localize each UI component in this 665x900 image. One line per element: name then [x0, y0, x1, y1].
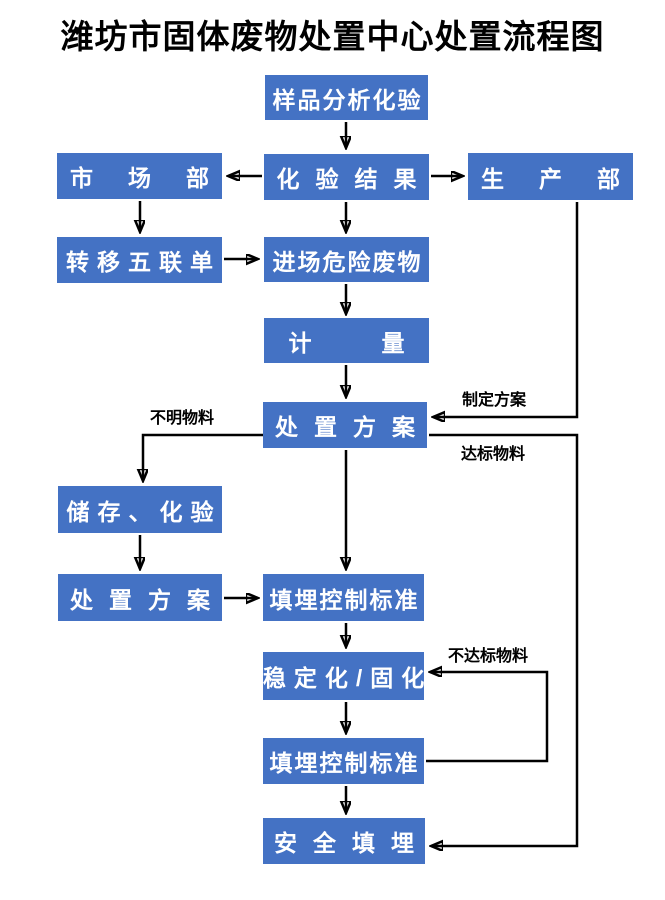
node-sample-analysis: 样品分析化验 [265, 75, 428, 120]
node-safe-landfill: 安全填埋 [263, 818, 425, 864]
node-label: 转移五联单 [66, 249, 221, 275]
arrow-production-to-plan-makeplan [433, 202, 579, 417]
node-label: 计量 [288, 329, 475, 356]
node-label: 化验结果 [276, 166, 433, 192]
edge-label-qualified-material: 达标物料 [461, 446, 526, 463]
node-storage-testing: 储存、化验 [58, 486, 222, 533]
arrow-plan-to-safe-qualified [429, 433, 579, 846]
arrow-standard2-to-stabilization-unqualified [426, 672, 549, 763]
node-label: 填埋控制标准 [269, 586, 420, 613]
edge-label-unknown-material: 不明物料 [150, 410, 215, 427]
node-label: 安全填埋 [274, 830, 430, 856]
node-label: 储存、化验 [66, 498, 222, 525]
edge-label-unqualified-material: 不达标物料 [448, 648, 529, 665]
edge-label-make-plan: 制定方案 [462, 392, 527, 409]
node-label: 稳定化/固化 [262, 665, 433, 691]
node-label: 处置方案 [70, 586, 226, 613]
node-label: 填埋控制标准 [269, 750, 420, 776]
node-label: 样品分析化验 [272, 86, 423, 113]
node-weighing: 计量 [264, 318, 429, 363]
node-disposal-plan-2: 处置方案 [58, 574, 222, 621]
node-label: 市场部 [70, 165, 244, 191]
node-production-dept: 生产部 [468, 153, 633, 200]
node-test-result: 化验结果 [264, 154, 429, 200]
node-label: 生产部 [481, 165, 655, 192]
node-market-dept: 市场部 [57, 153, 222, 199]
node-landfill-standard-1: 填埋控制标准 [263, 574, 424, 621]
node-label: 进场危险废物 [272, 248, 423, 275]
node-label: 处置方案 [275, 414, 431, 440]
arrow-plan-to-storage-unknown [143, 433, 263, 481]
node-landfill-standard-2: 填埋控制标准 [263, 738, 424, 784]
node-disposal-plan: 处置方案 [263, 402, 427, 448]
node-incoming-waste: 进场危险废物 [264, 237, 429, 282]
page-title: 潍坊市固体废物处置中心处置流程图 [60, 18, 605, 55]
node-transfer-form: 转移五联单 [57, 237, 222, 283]
node-stabilization: 稳定化/固化 [263, 652, 424, 700]
